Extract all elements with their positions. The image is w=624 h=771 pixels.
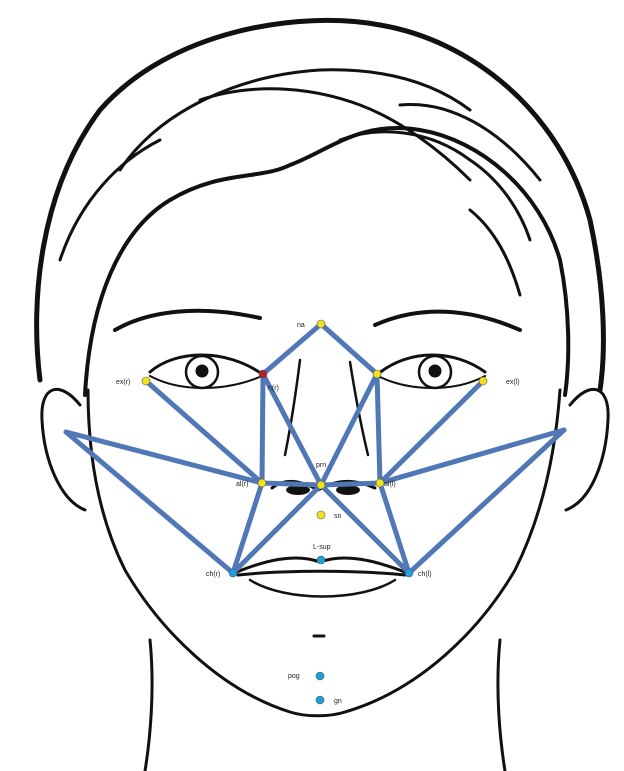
left-pupil bbox=[429, 365, 441, 377]
hair-outline bbox=[37, 20, 604, 390]
edge-prn-al-l bbox=[321, 483, 380, 485]
label-al-r: al(r) bbox=[236, 481, 248, 488]
landmark-point-ex-r bbox=[142, 377, 150, 385]
right-eyebrow bbox=[115, 311, 260, 330]
label-pog: pog bbox=[288, 673, 300, 680]
landmark-point-en-r bbox=[259, 370, 267, 378]
label-l-sup: L-sup bbox=[313, 544, 331, 551]
label-en-r: n(r) bbox=[268, 385, 279, 392]
left-ear bbox=[566, 389, 608, 510]
label-sn: sn bbox=[334, 513, 342, 520]
landmark-point-l-sup bbox=[317, 556, 325, 564]
hair-strand bbox=[60, 140, 160, 260]
landmark-point-ex-l bbox=[479, 377, 487, 385]
label-ex-l: ex(l) bbox=[506, 379, 520, 386]
label-ex-r: ex(r) bbox=[116, 379, 130, 386]
landmark-point-pog bbox=[316, 672, 324, 680]
landmark-point-gn bbox=[316, 696, 324, 704]
edge-na-en-l bbox=[321, 324, 377, 374]
label-na: na bbox=[297, 322, 305, 329]
landmark-point-ch-l bbox=[405, 569, 413, 577]
landmark-point-en-l bbox=[373, 370, 381, 378]
right-pupil bbox=[196, 365, 208, 377]
edge-en-l-al-l bbox=[377, 374, 380, 483]
left-eye-lower bbox=[378, 376, 485, 388]
edge-al-r-prn bbox=[262, 483, 321, 485]
landmark-point-na bbox=[317, 320, 325, 328]
label-al-l: al(l) bbox=[384, 481, 396, 488]
edge-en-l-prn bbox=[321, 374, 377, 485]
hairline bbox=[85, 128, 568, 395]
landmark-point-ch-r bbox=[229, 569, 237, 577]
lower-lip bbox=[250, 580, 395, 597]
label-ch-r: ch(r) bbox=[206, 571, 220, 578]
hair-strand bbox=[120, 70, 470, 170]
landmark-points bbox=[142, 320, 487, 704]
neck-left bbox=[498, 640, 505, 771]
hair-strand bbox=[400, 104, 540, 180]
edge-na-en-r bbox=[263, 324, 321, 374]
landmark-point-sn bbox=[317, 511, 325, 519]
landmark-point-al-r bbox=[258, 479, 266, 487]
left-eyebrow bbox=[375, 312, 520, 330]
face-sketch bbox=[37, 20, 609, 771]
label-prn: prn bbox=[316, 462, 326, 469]
lip-line bbox=[238, 571, 405, 575]
label-gn: gn bbox=[334, 698, 342, 705]
right-ear bbox=[42, 389, 85, 510]
landmark-edges bbox=[66, 324, 564, 573]
neck-right bbox=[145, 640, 152, 771]
face-contour bbox=[88, 390, 560, 716]
label-ch-l: ch(l) bbox=[418, 571, 432, 578]
landmark-point-prn bbox=[317, 481, 325, 489]
landmark-point-al-l bbox=[376, 479, 384, 487]
hair-strand bbox=[200, 89, 470, 180]
hair-strand bbox=[470, 210, 520, 295]
edge-en-r-al-r bbox=[262, 374, 263, 483]
